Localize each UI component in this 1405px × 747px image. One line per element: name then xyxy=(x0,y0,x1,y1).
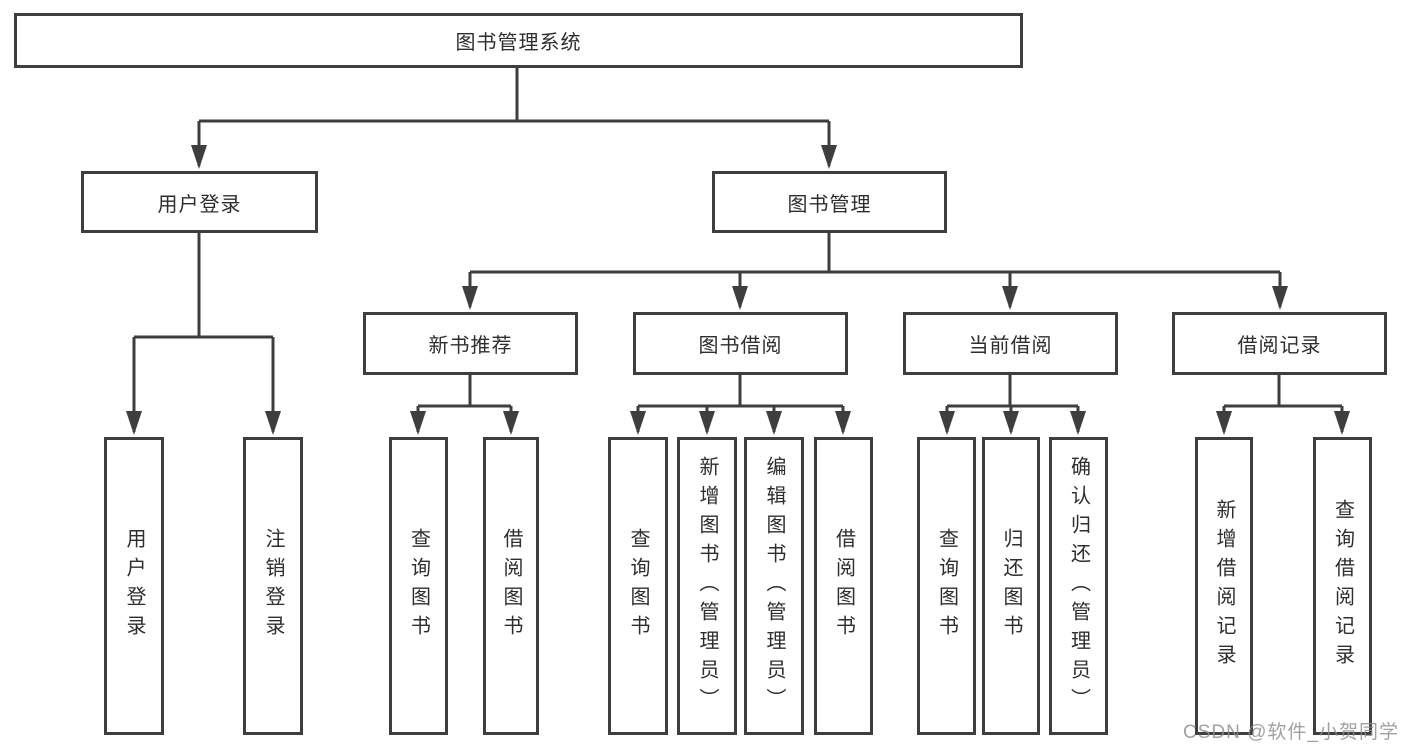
node-label: 查询图书 xyxy=(627,528,649,644)
leaf-return-books: 归还图书 xyxy=(982,437,1040,735)
csdn-watermark: CSDN @软件_小贺同学 xyxy=(1183,722,1399,743)
node-label: 确认归还（管理员） xyxy=(1067,455,1090,717)
node-borrow-records: 借阅记录 xyxy=(1172,312,1387,375)
node-label: 图书借阅 xyxy=(698,335,783,357)
leaf-query-books: 查询图书 xyxy=(608,437,668,735)
node-label: 图书管理 xyxy=(787,193,872,216)
leaf-query-books: 查询图书 xyxy=(389,437,448,735)
node-label: 当前借阅 xyxy=(968,335,1053,357)
node-label: 查询借阅记录 xyxy=(1331,499,1354,673)
node-new-book-recommend: 新书推荐 xyxy=(363,312,578,375)
node-label: 编辑图书（管理员） xyxy=(763,455,785,717)
leaf-add-borrow-record: 新增借阅记录 xyxy=(1195,437,1253,735)
node-label: 归还图书 xyxy=(1000,528,1022,644)
node-label: 注销登录 xyxy=(262,528,284,644)
node-label: 新增图书（管理员） xyxy=(696,455,718,717)
node-root-system: 图书管理系统 xyxy=(14,13,1023,68)
node-label: 图书管理系统 xyxy=(455,32,582,54)
node-label: 用户登录 xyxy=(157,193,242,216)
node-label: 借阅记录 xyxy=(1237,335,1322,357)
leaf-confirm-return-admin: 确认归还（管理员） xyxy=(1049,437,1108,735)
node-label: 新书推荐 xyxy=(428,335,513,357)
leaf-logout: 注销登录 xyxy=(243,437,303,735)
node-label: 用户登录 xyxy=(123,528,145,644)
node-user-login: 用户登录 xyxy=(81,171,318,233)
node-label: 新增借阅记录 xyxy=(1213,499,1235,673)
node-current-borrow: 当前借阅 xyxy=(903,312,1118,375)
leaf-query-books: 查询图书 xyxy=(917,437,976,735)
leaf-query-borrow-record: 查询借阅记录 xyxy=(1313,437,1372,735)
node-label: 借阅图书 xyxy=(832,528,855,644)
node-book-management: 图书管理 xyxy=(712,171,947,233)
leaf-user-login: 用户登录 xyxy=(104,437,164,735)
node-label: 查询图书 xyxy=(935,528,958,644)
leaf-edit-books-admin: 编辑图书（管理员） xyxy=(744,437,804,735)
leaf-add-books-admin: 新增图书（管理员） xyxy=(677,437,737,735)
arrowhead-icons xyxy=(126,145,1350,435)
leaf-borrow-books: 借阅图书 xyxy=(814,437,873,735)
node-label: 借阅图书 xyxy=(500,528,522,644)
node-label: 查询图书 xyxy=(407,528,430,644)
node-book-borrow: 图书借阅 xyxy=(633,312,848,375)
leaf-borrow-books: 借阅图书 xyxy=(483,437,539,735)
